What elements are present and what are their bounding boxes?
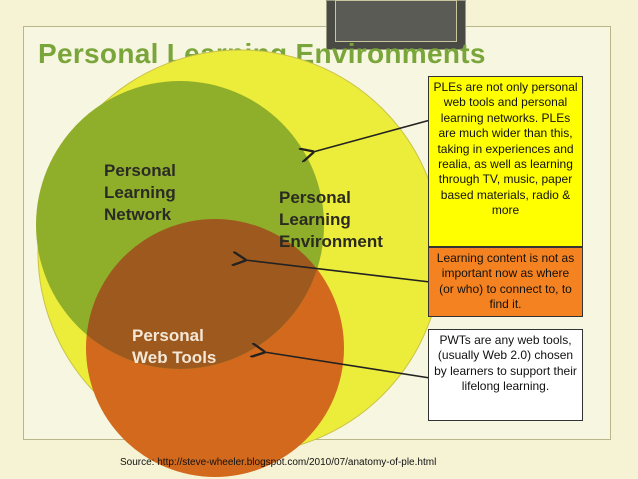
ple-label-line: Personal — [279, 188, 351, 207]
ple-label-line: Environment — [279, 232, 383, 251]
pln-arrow — [245, 260, 431, 283]
pln-label-line: Personal — [104, 161, 176, 180]
pln-label-line: Learning — [104, 183, 176, 202]
ple-arrow — [313, 118, 435, 152]
pwt-label: Personal Web Tools — [132, 325, 216, 369]
decorative-block-inner — [335, 0, 457, 42]
pwt-arrow — [264, 352, 431, 379]
ple-label: Personal Learning Environment — [279, 187, 383, 253]
pln-label: Personal Learning Network — [104, 160, 176, 226]
source-citation: Source: http://steve-wheeler.blogspot.co… — [120, 457, 437, 468]
pln-pwt-overlap — [86, 219, 324, 369]
pln-note: Learning content is not as important now… — [428, 247, 583, 317]
pwt-label-line: Personal — [132, 326, 204, 345]
ple-label-line: Learning — [279, 210, 351, 229]
pln-label-line: Network — [104, 205, 172, 224]
pwt-note: PWTs are any web tools, (usually Web 2.0… — [428, 329, 583, 421]
pwt-label-line: Web Tools — [132, 348, 217, 367]
ple-note: PLEs are not only personal web tools and… — [428, 76, 583, 247]
